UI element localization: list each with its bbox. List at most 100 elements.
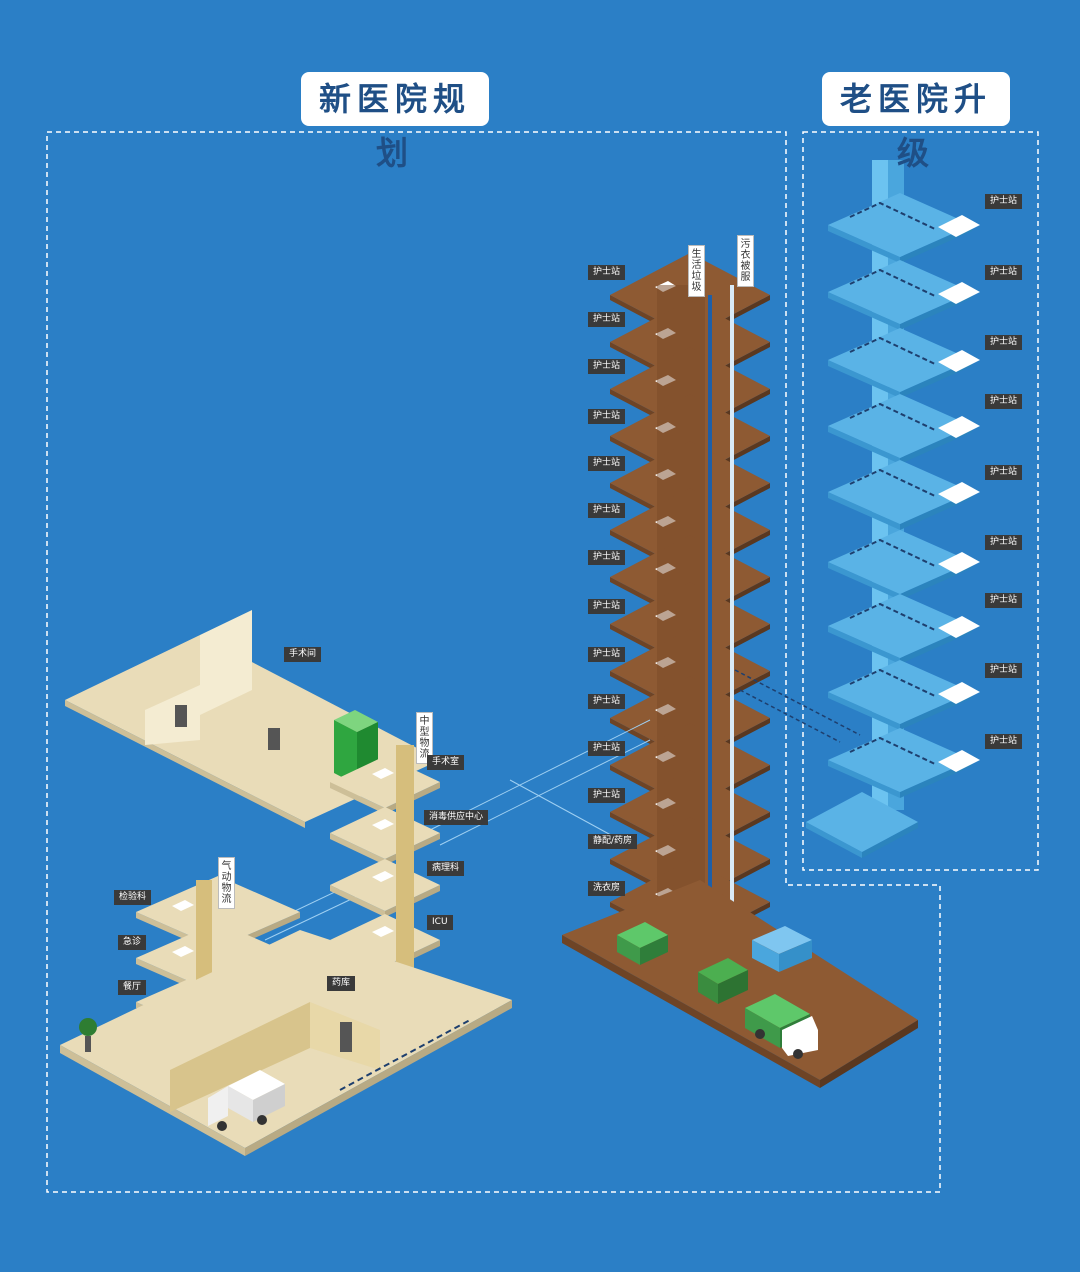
operating-room-a-label: 手术间 — [284, 647, 322, 662]
old-nurse-desk-8 — [938, 682, 980, 704]
ground-track — [339, 1019, 471, 1091]
old-floor-label-8: 护士站 — [985, 663, 1023, 678]
old-floor-1-side-left — [828, 225, 900, 263]
canteen-label: 餐厅 — [118, 980, 147, 995]
delivery-truck — [208, 1070, 285, 1131]
old-hospital-title: 老医院升级 — [822, 72, 1010, 172]
old-floor-4-side-left — [828, 426, 900, 464]
surgical-wall — [200, 610, 252, 715]
tower-floor-label-5: 护士站 — [588, 456, 626, 471]
mid-floor-2-side-left — [330, 833, 385, 865]
waste-compactor — [617, 922, 668, 948]
tower-to-old-track — [734, 669, 861, 743]
pharmacy-store-label: 药库 — [327, 976, 356, 991]
tower-floor-label-13: 静配/药房 — [588, 834, 638, 849]
old-floor-label-1: 护士站 — [985, 194, 1023, 209]
mid-stack-column — [396, 745, 414, 1000]
tower-floor-label-10: 护士站 — [588, 694, 626, 709]
old-floor-label-5: 护士站 — [985, 465, 1023, 480]
old-nurse-desk-9 — [938, 750, 980, 772]
mid-robot-2 — [372, 819, 394, 830]
old-floor-label-2: 护士站 — [985, 265, 1023, 280]
old-floor-4 — [828, 394, 972, 458]
old-hospital-region-border — [802, 131, 1039, 871]
tower-floor-label-8: 护士站 — [588, 599, 626, 614]
old-floor-track-4 — [849, 402, 936, 431]
old-lobby-floor — [806, 792, 918, 852]
old-floor-track-5 — [849, 468, 936, 497]
pathology-label: 病理科 — [427, 861, 465, 876]
mid-floor-3-side-left — [330, 885, 385, 917]
disinfection-center-label: 消毒供应中心 — [424, 810, 489, 825]
old-floor-3 — [828, 328, 972, 392]
old-floor-2 — [828, 260, 972, 324]
old-floor-9 — [828, 728, 972, 792]
tower-floor-label-1: 护士站 — [588, 265, 626, 280]
pneumatic-logistics-label: 气动物流 — [218, 857, 235, 909]
old-floor-track-2 — [849, 268, 936, 297]
waste-container — [698, 958, 748, 984]
mid-robot-4 — [372, 926, 394, 937]
operating-room-b-label: 手术室 — [427, 755, 465, 770]
old-floor-label-4: 护士站 — [985, 394, 1023, 409]
icu-label: ICU — [427, 915, 453, 930]
lab-robot-1 — [172, 900, 194, 911]
mid-floor-1-side-left — [330, 782, 385, 814]
old-floor-7-side-left — [828, 626, 900, 664]
old-nurse-desk-1 — [938, 215, 980, 237]
old-floor-track-6 — [849, 538, 936, 567]
old-nurse-desk-2 — [938, 282, 980, 304]
ground-wall — [170, 1002, 310, 1112]
old-floor-5-side-left — [828, 492, 900, 530]
old-lobby-floor-side-left — [806, 822, 862, 858]
old-floor-label-6: 护士站 — [985, 535, 1023, 550]
dirty-linen-label: 污衣被服 — [737, 235, 754, 287]
mid-floor-3 — [330, 859, 440, 911]
old-floor-3-side-left — [828, 360, 900, 398]
linen-chute — [730, 285, 734, 915]
old-floor-6-side-left — [828, 562, 900, 600]
tower-floor-label-9: 护士站 — [588, 647, 626, 662]
old-floor-label-3: 护士站 — [985, 335, 1023, 350]
new-hospital-title: 新医院规划 — [301, 72, 489, 172]
lab-label: 检验科 — [114, 890, 152, 905]
old-floor-track-7 — [849, 602, 936, 631]
old-floor-8 — [828, 660, 972, 724]
old-floor-track-3 — [849, 336, 936, 365]
old-floor-track-9 — [849, 736, 936, 765]
plant-decoration — [79, 1018, 97, 1052]
tower-floor-label-3: 护士站 — [588, 359, 626, 374]
medium-logistics-label: 中型物流 — [416, 712, 433, 764]
old-floor-6 — [828, 530, 972, 594]
tower-floor-label-11: 护士站 — [588, 741, 626, 756]
mid-robot-1 — [372, 768, 394, 779]
garbage-truck — [745, 994, 818, 1059]
old-floor-track-8 — [849, 668, 936, 697]
lab-floor-1 — [136, 876, 300, 948]
old-floor-label-7: 护士站 — [985, 593, 1023, 608]
old-floor-1 — [828, 193, 972, 257]
old-floor-5 — [828, 460, 972, 524]
domestic-waste-label: 生活垃圾 — [688, 245, 705, 297]
emergency-label: 急诊 — [118, 935, 147, 950]
tower-floor-label-12: 护士站 — [588, 788, 626, 803]
old-floor-track-1 — [849, 201, 936, 230]
tower-floor-label-2: 护士站 — [588, 312, 626, 327]
old-nurse-desk-6 — [938, 552, 980, 574]
old-nurse-desk-7 — [938, 616, 980, 638]
old-floor-9-side-left — [828, 760, 900, 798]
tower-floor-label-7: 护士站 — [588, 550, 626, 565]
old-hospital-floors — [806, 193, 980, 858]
old-nurse-desk-4 — [938, 416, 980, 438]
new-hospital-region-border — [46, 131, 941, 1193]
tower-floor-label-6: 护士站 — [588, 503, 626, 518]
old-floor-7 — [828, 594, 972, 658]
tower-core — [657, 285, 705, 915]
old-floor-8-side-left — [828, 692, 900, 730]
old-floor-2-side-left — [828, 292, 900, 330]
old-lobby-floor-side-right — [862, 822, 918, 858]
tower-floor-label-4: 护士站 — [588, 409, 626, 424]
old-nurse-desk-3 — [938, 350, 980, 372]
